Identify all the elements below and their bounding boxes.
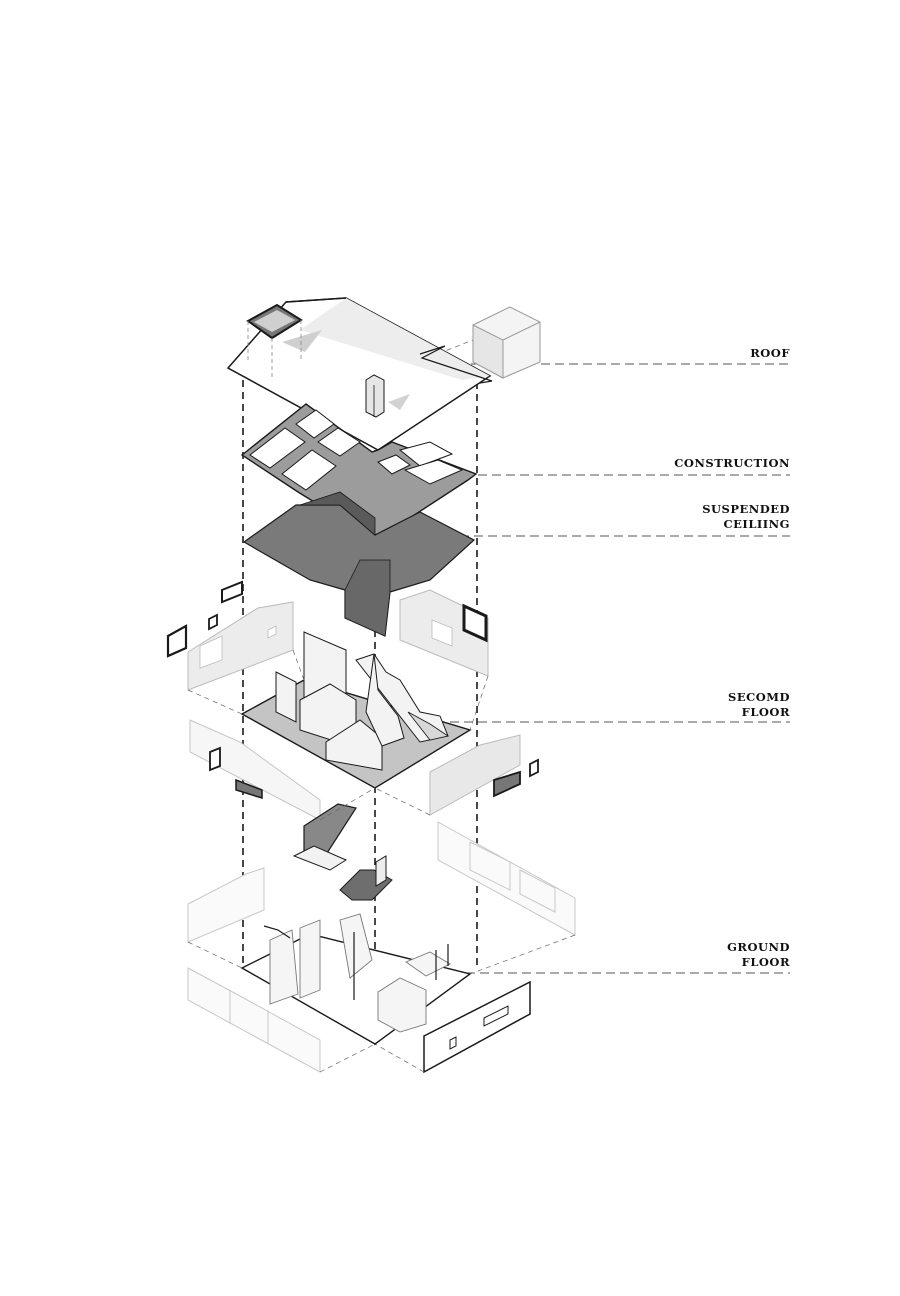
suspended-ceiling-layer <box>242 491 476 637</box>
stairs <box>292 803 393 901</box>
second-floor-left-wall <box>166 580 294 691</box>
roof-box <box>472 306 541 379</box>
ground-floor-layer <box>240 913 472 1045</box>
second-floor-right-wall <box>399 589 489 677</box>
construction-layer <box>240 403 478 541</box>
explosion-guides <box>187 649 576 1073</box>
label-construction: CONSTRUCTION <box>674 456 790 470</box>
label-suspended-ceiling: SUSPENDED CEILIING <box>702 502 790 531</box>
label-second-floor: SECOMD FLOOR <box>728 690 790 719</box>
label-ground-floor: GROUND FLOOR <box>727 940 790 969</box>
second-floor-layer <box>240 631 472 789</box>
ground-floor-front-wall <box>423 980 531 1074</box>
label-roof: ROOF <box>750 346 790 360</box>
second-floor-lower-walls <box>189 719 539 821</box>
roof-layer <box>226 297 541 451</box>
